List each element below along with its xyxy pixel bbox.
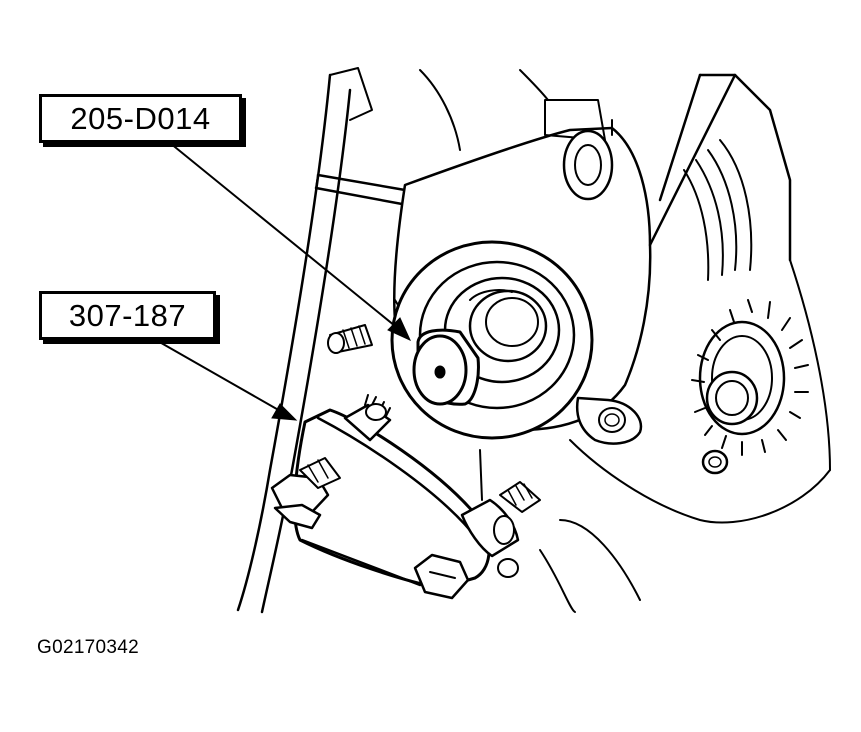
mounting-boss — [576, 396, 643, 445]
timing-sprocket — [691, 299, 809, 456]
callout-label-seal-installer: 205-D014 — [39, 94, 242, 143]
mounting-strap — [314, 173, 407, 206]
figure-id: G02170342 — [37, 637, 140, 658]
housing-ribs — [648, 73, 753, 281]
fixture-sleeve — [460, 481, 541, 578]
seal-installer-tool — [412, 328, 480, 406]
leader-arrows — [155, 142, 412, 421]
washer — [701, 449, 729, 475]
callout-label-holding-fixture: 307-187 — [39, 291, 216, 340]
housing-bolt — [327, 324, 373, 354]
holding-fixture-tool — [270, 394, 491, 600]
